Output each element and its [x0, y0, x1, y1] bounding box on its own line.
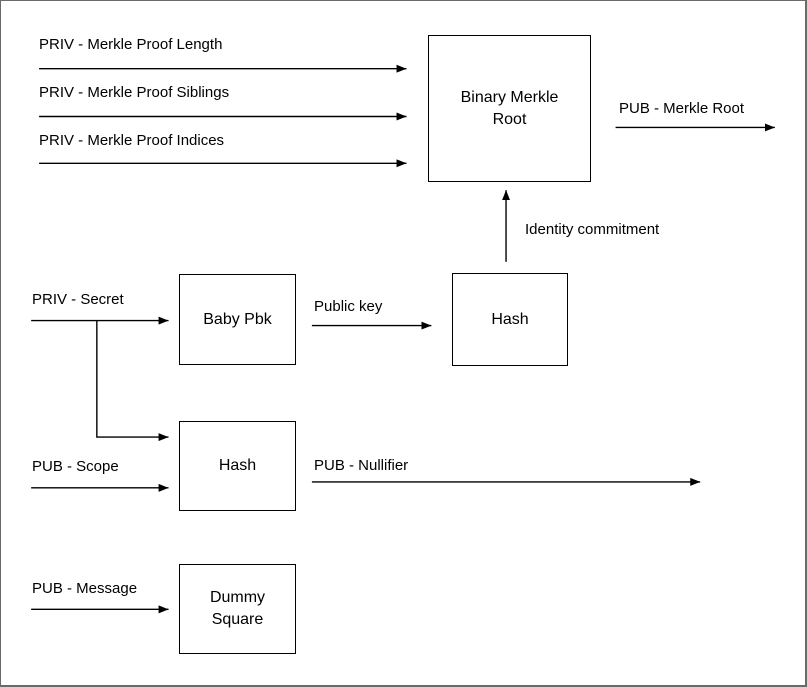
node-dummy-square: Dummy Square — [179, 564, 296, 654]
label-pub-merkle-root: PUB - Merkle Root — [619, 100, 745, 117]
arrow-secret-branch-to-hash — [96, 320, 169, 442]
label-pub-message: PUB - Message — [32, 580, 138, 597]
node-binary-merkle-root: Binary Merkle Root — [428, 35, 591, 182]
node-hash-identity-label: Hash — [491, 310, 529, 328]
node-dummy-square-label: Dummy Square — [209, 589, 266, 628]
label-priv-merkle-proof-length: PRIV - Merkle Proof Length — [39, 36, 223, 53]
label-pub-nullifier: PUB - Nullifier — [314, 457, 409, 474]
label-identity-commitment: Identity commitment — [525, 221, 660, 238]
label-pub-scope: PUB - Scope — [32, 458, 119, 475]
label-priv-merkle-proof-siblings: PRIV - Merkle Proof Siblings — [39, 84, 230, 101]
label-public-key: Public key — [314, 298, 383, 315]
node-baby-pbk-label: Baby Pbk — [203, 310, 272, 328]
label-priv-merkle-proof-indices: PRIV - Merkle Proof Indices — [39, 132, 225, 149]
node-hash-nullifier-label: Hash — [218, 457, 257, 474]
node-hash-nullifier: Hash — [179, 421, 296, 511]
node-baby-pbk: Baby Pbk — [179, 274, 296, 365]
node-hash-identity: Hash — [452, 273, 568, 366]
label-priv-secret: PRIV - Secret — [32, 291, 124, 308]
node-binary-merkle-root-label: Binary Merkle Root — [460, 88, 559, 128]
